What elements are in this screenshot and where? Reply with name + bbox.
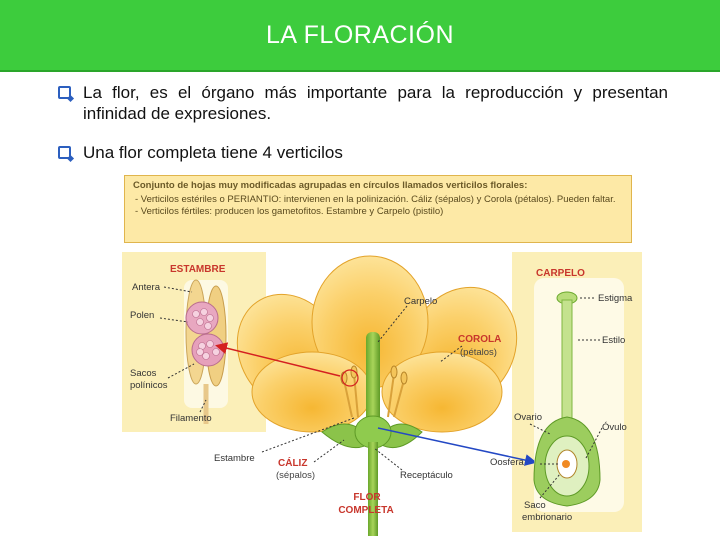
label-saco-1: Saco xyxy=(524,500,546,511)
bullet-item: La flor, es el órgano más importante par… xyxy=(58,82,668,124)
info-line-fertile: - Verticilos fértiles: producen los game… xyxy=(135,206,444,217)
label-ovulo: Óvulo xyxy=(602,422,627,433)
info-box: Conjunto de hojas muy modificadas agrupa… xyxy=(124,175,632,243)
flower-drawing xyxy=(215,255,537,536)
label-antera: Antera xyxy=(132,282,160,293)
flower-diagram: ESTAMBRE Antera Polen Sacos polínicos Fi… xyxy=(122,252,644,536)
checkbox-bullet-icon xyxy=(58,86,71,99)
label-caliz: CÁLIZ xyxy=(278,458,308,469)
estambre-title: ESTAMBRE xyxy=(170,264,226,275)
label-estambre: Estambre xyxy=(214,453,255,464)
slide-title: LA FLORACIÓN xyxy=(266,20,454,49)
label-sacos-2: polínicos xyxy=(130,380,168,391)
label-petalos: (pétalos) xyxy=(460,347,497,358)
bullet-text: La flor, es el órgano más importante par… xyxy=(83,83,668,123)
label-flor: FLOR xyxy=(353,492,381,503)
flower-illustration xyxy=(159,255,624,536)
estambre-drawing xyxy=(159,279,228,424)
carpelo-title: CARPELO xyxy=(536,268,585,279)
label-oosfera: Oosfera xyxy=(490,457,524,468)
bullet-text: Una flor completa tiene 4 verticilos xyxy=(83,143,343,162)
label-estigma: Estigma xyxy=(598,293,633,304)
label-receptaculo: Receptáculo xyxy=(400,470,453,481)
label-sepalos: (sépalos) xyxy=(276,470,316,481)
label-sacos-1: Sacos xyxy=(130,368,157,379)
carpelo-drawing xyxy=(529,278,624,512)
label-estilo: Estilo xyxy=(602,335,626,346)
label-filamento: Filamento xyxy=(170,413,212,424)
label-polen: Polen xyxy=(130,310,155,321)
label-carpelo: Carpelo xyxy=(404,296,438,307)
checkbox-bullet-icon xyxy=(58,146,71,159)
label-saco-2: embrionario xyxy=(522,512,573,523)
title-bar: LA FLORACIÓN xyxy=(0,0,720,72)
label-corola: COROLA xyxy=(458,334,502,345)
label-ovario: Ovario xyxy=(514,412,542,423)
info-heading: Conjunto de hojas muy modificadas agrupa… xyxy=(133,180,528,191)
label-completa: COMPLETA xyxy=(338,505,394,516)
info-line-sterile: - Verticilos estériles o PERIANTIO: inte… xyxy=(135,194,616,205)
bullet-item: Una flor completa tiene 4 verticilos xyxy=(58,142,668,163)
